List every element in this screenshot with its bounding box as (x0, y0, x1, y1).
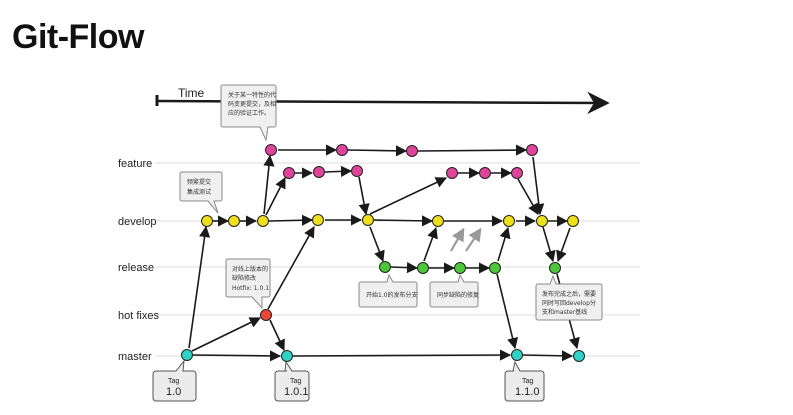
lane-label-master: master (118, 351, 152, 363)
commit-node-feature (526, 144, 538, 156)
commit-node-release (379, 261, 391, 273)
commit-node-release (489, 262, 501, 274)
tag-1-0: Tag 1.0 (152, 359, 197, 402)
commit-node-develop (432, 215, 444, 227)
commit-node-feature (406, 145, 418, 157)
note-after-release-line-2: 同时写回develop分 (542, 299, 596, 307)
note-release-start-text: 开始1.0的发布分支 (366, 291, 418, 299)
note-hotfix-line-1: 对线上版本的 (232, 265, 268, 273)
commit-node-feature (479, 167, 491, 179)
tag-1-0-1: Tag 1.0.1 (274, 360, 310, 402)
commit-arrows (188, 144, 580, 362)
commit-node-master (181, 349, 193, 361)
commit-node-release (454, 262, 466, 274)
note-feature-line-3: 应的验证工作。 (228, 109, 270, 117)
commit-node-feature (446, 167, 458, 179)
commit-node-develop (536, 215, 548, 227)
commit-node-hotfix (260, 309, 272, 321)
tag-1-1-0-small: Tag (522, 378, 533, 385)
lane-label-hotfix: hot fixes (118, 310, 159, 322)
tag-1-0-1-big: 1.0.1 (284, 386, 308, 398)
tag-1-0-1-small: Tag (290, 378, 301, 385)
commit-node-feature (265, 144, 277, 156)
commit-node-develop (257, 215, 269, 227)
commit-node-feature (511, 167, 523, 179)
commit-node-develop (312, 214, 324, 226)
note-feature-line-2: 码变更提交，及相 (228, 100, 276, 108)
note-feature-line-1: 关于某一特性的代 (228, 91, 276, 99)
tag-1-1-0: Tag 1.1.0 (504, 360, 545, 402)
commit-node-master (511, 349, 523, 361)
commit-node-release (549, 262, 561, 274)
lane-label-release: release (118, 262, 154, 274)
page-title: Git-Flow (12, 18, 144, 56)
note-hotfix-line-3: Hotfix: 1.0.1 (232, 285, 269, 292)
commit-nodes (181, 144, 585, 362)
note-integration-line-1: 频繁提交 (187, 178, 211, 186)
tag-1-0-small: Tag (168, 378, 179, 385)
commit-node-develop (362, 214, 374, 226)
commit-node-develop (567, 215, 579, 227)
commit-node-release (417, 262, 429, 274)
note-integration: 频繁提交 集成测试 (179, 171, 223, 214)
note-release-start: 开始1.0的发布分支 (358, 273, 418, 308)
note-hotfix: 对线上版本的 缺陷修改 Hotfix: 1.0.1 (225, 258, 271, 310)
note-integration-line-2: 集成测试 (187, 188, 211, 196)
note-after-release-line-3: 支和master基线 (542, 308, 587, 316)
tag-1-1-0-big: 1.1.0 (515, 386, 539, 398)
sync-arrows (450, 227, 482, 252)
note-feature: 关于某一特性的代 码变更提交，及相 应的验证工作。 (220, 84, 277, 142)
lane-label-develop: develop (118, 216, 157, 228)
note-sync-fix-text: 同步缺陷的修复 (437, 291, 479, 299)
note-after-release-line-1: 发布完成之后，需要 (542, 290, 596, 298)
time-label: Time (178, 86, 205, 100)
commit-node-master (281, 350, 293, 362)
commit-node-develop (201, 215, 213, 227)
commit-node-develop (503, 215, 515, 227)
note-after-release: 发布完成之后，需要 同时写回develop分 支和master基线 (535, 274, 603, 321)
commit-node-develop (228, 215, 240, 227)
commit-node-feature (336, 144, 348, 156)
note-sync-fix: 同步缺陷的修复 (429, 273, 479, 308)
lane-label-feature: feature (118, 158, 152, 170)
commit-node-master (573, 350, 585, 362)
note-hotfix-line-2: 缺陷修改 (232, 274, 256, 282)
commit-node-feature (283, 167, 295, 179)
tag-1-0-big: 1.0 (166, 386, 181, 398)
commit-node-feature (351, 165, 363, 177)
commit-node-feature (313, 166, 325, 178)
